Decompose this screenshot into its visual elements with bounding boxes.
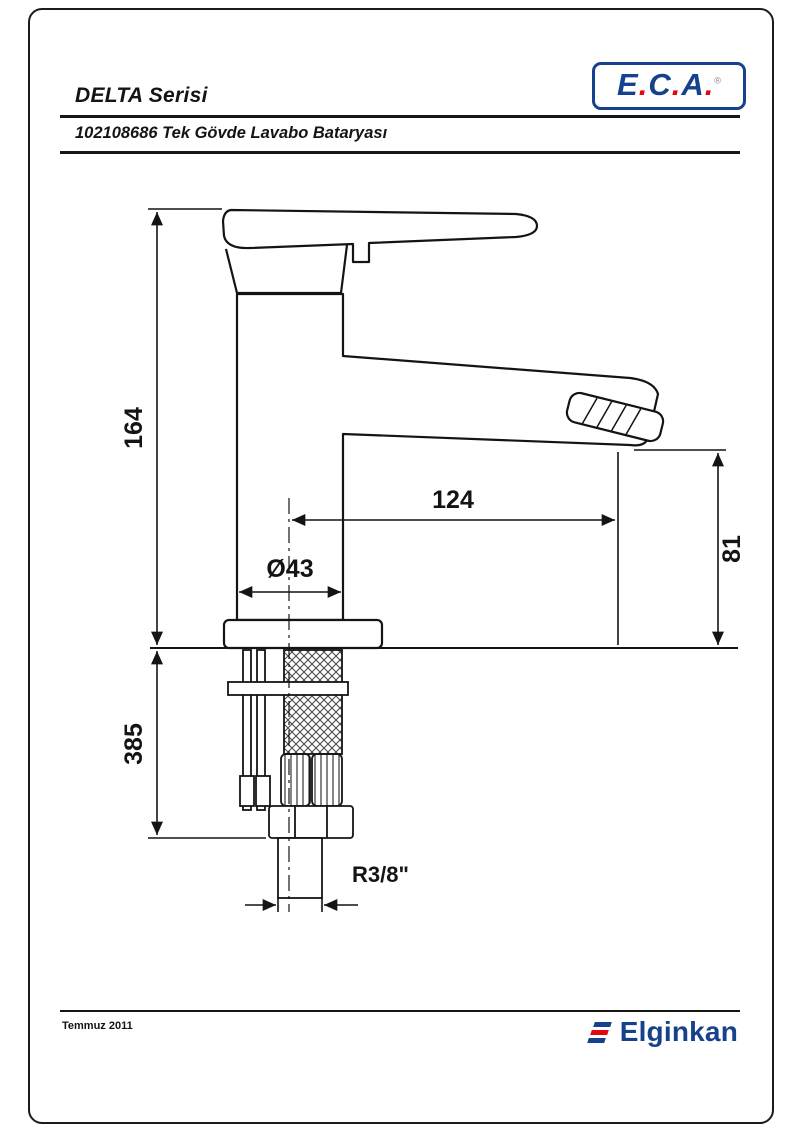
label-outlet-height: 81: [718, 535, 746, 563]
elginkan-stripes-icon: [586, 1021, 612, 1043]
cartridge-cap: [224, 244, 349, 295]
mounting-washer: [227, 681, 349, 696]
mounting-stud-right: [256, 649, 266, 811]
eca-dot: .: [671, 67, 682, 102]
series-title: DELTA Serisi: [75, 84, 208, 107]
logo-stripe: [586, 1037, 606, 1043]
label-below-counter-height: 385: [120, 723, 148, 765]
logo-stripe: [589, 1029, 609, 1035]
handle-lever: [221, 208, 539, 264]
mounting-stud-left: [242, 649, 252, 811]
stud-nut-right: [255, 775, 271, 807]
label-base-diameter: Ø43: [266, 555, 313, 583]
base-flange: [222, 618, 384, 650]
hose-fitting-right: [311, 753, 343, 807]
connection-nut: [268, 805, 354, 839]
aerator-hatch: [581, 397, 642, 435]
elginkan-logo: Elginkan: [586, 1016, 738, 1048]
eca-letter: C: [648, 67, 672, 102]
label-total-height: 164: [120, 407, 148, 449]
below-counter-parts: [227, 649, 354, 899]
product-title: 102108686 Tek Gövde Lavabo Bataryası: [75, 124, 388, 142]
elginkan-wordmark: Elginkan: [619, 1016, 738, 1047]
footer-date: Temmuz 2011: [62, 1020, 133, 1032]
footer-rule: [60, 1010, 740, 1012]
faucet-outline: [221, 208, 665, 650]
eca-letter: A: [681, 67, 705, 102]
aerator-housing: [565, 391, 665, 443]
eca-logo: E.C.A.®: [592, 62, 746, 110]
dimension-labels: 164 385 124 81 Ø43 R3/8": [120, 407, 746, 887]
label-connection-thread: R3/8": [352, 862, 409, 887]
aerator: [565, 391, 665, 443]
eca-letter: E: [617, 67, 639, 102]
page-border: [28, 8, 774, 1124]
eca-dot: .: [638, 67, 649, 102]
connection-tube: [277, 837, 323, 899]
hose-fitting-left: [280, 753, 311, 807]
label-spout-reach: 124: [432, 486, 474, 514]
eca-dot: .: [704, 67, 715, 102]
header-rule-top: [60, 115, 740, 118]
registered-mark: ®: [714, 75, 721, 86]
header-rule-bottom: [60, 151, 740, 154]
stud-nut-left: [239, 775, 255, 807]
dimension-lines: [148, 208, 726, 912]
logo-stripe: [592, 1021, 612, 1027]
braided-hose: [283, 649, 343, 755]
